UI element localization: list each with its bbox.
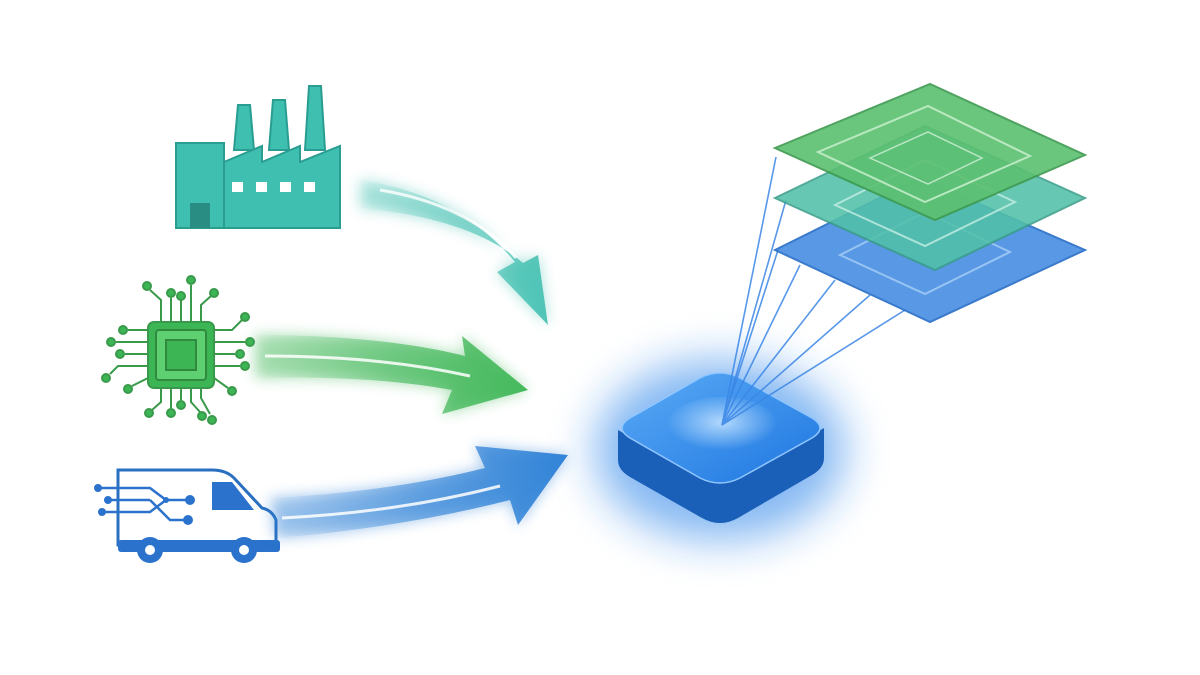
connection-beams [721, 156, 906, 426]
hub-platform-icon [595, 360, 845, 540]
chip-icon [101, 275, 255, 425]
delivery-van-icon [94, 468, 280, 563]
factory-icon [175, 85, 341, 229]
blue-arrow [270, 446, 568, 538]
top-layer [772, 82, 1088, 222]
teal-arrow [360, 180, 548, 325]
layer-stack [772, 82, 1088, 324]
green-arrow [255, 335, 528, 414]
